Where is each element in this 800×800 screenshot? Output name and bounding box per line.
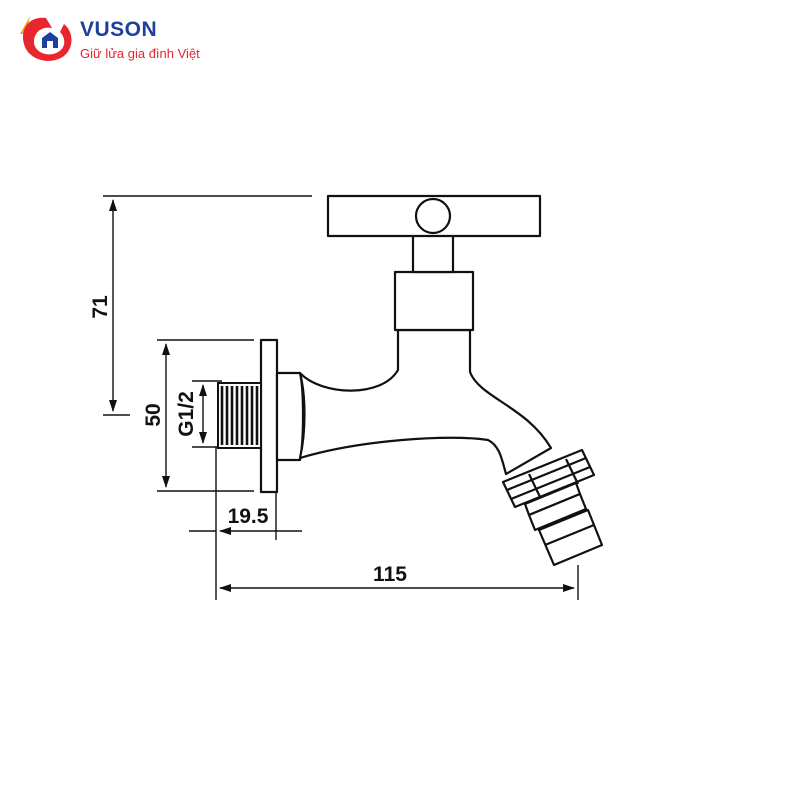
flange-collar xyxy=(275,371,305,462)
dimension-g12-label: G1/2 xyxy=(175,391,198,437)
wall-flange-plate xyxy=(259,338,279,494)
handle-cap xyxy=(414,197,452,235)
hose-connector-tip xyxy=(537,508,604,567)
brand-name: VUSON xyxy=(80,18,158,41)
valve-bonnet xyxy=(393,270,475,332)
dimension-115-label: 115 xyxy=(373,563,407,586)
dimension-19-5-label: 19.5 xyxy=(228,505,269,528)
brand-logo[interactable] xyxy=(16,12,216,68)
house-flame-logo-icon xyxy=(20,16,72,61)
brand-tagline: Giữ lửa gia đình Việt xyxy=(80,46,200,61)
spout-body xyxy=(298,328,553,476)
handle-stem xyxy=(411,230,455,274)
faucet-body xyxy=(259,194,604,567)
thread-inlet xyxy=(217,382,262,449)
dimension-lines xyxy=(103,195,579,600)
dimension-71-label: 71 xyxy=(89,295,112,319)
hose-connector-ring-2 xyxy=(527,492,588,532)
dimension-50-label: 50 xyxy=(142,403,165,426)
